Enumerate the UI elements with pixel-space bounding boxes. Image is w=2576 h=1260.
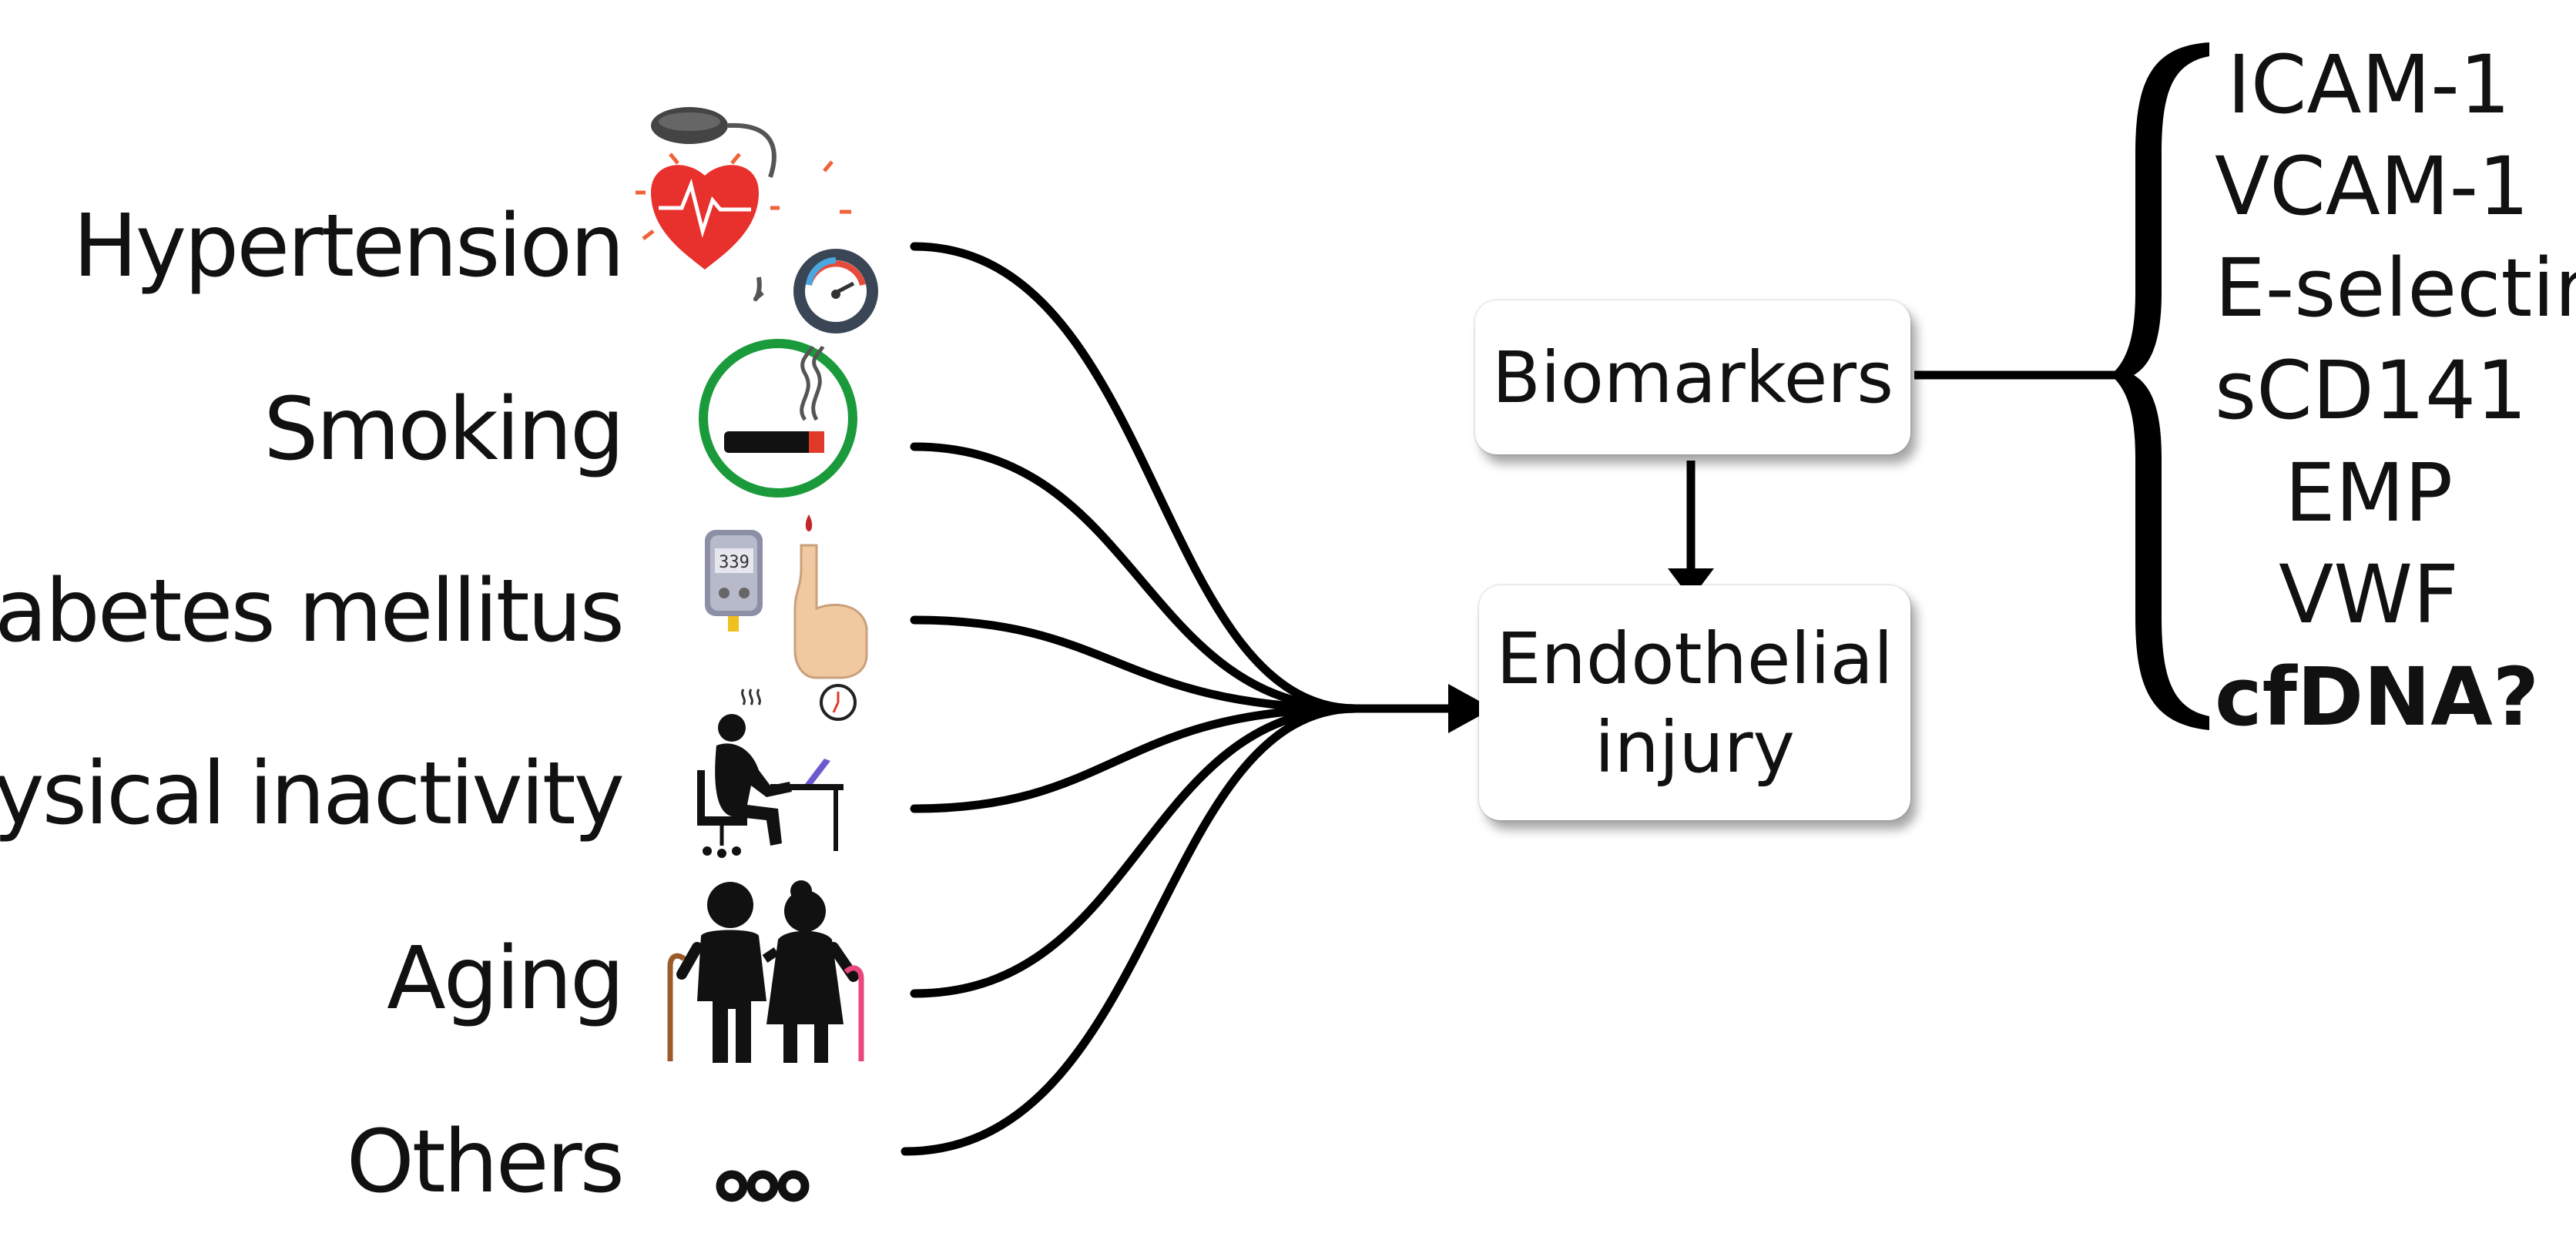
risk-factor-others: Others [346,1112,625,1212]
risk-factor-diabetes: Diabetes mellitus [0,561,625,662]
connector-smoking [910,442,1360,713]
elderly-couple-icon [667,880,864,1063]
risk-factor-hypertension: Hypertension [72,196,625,297]
blood-pressure-icon [636,107,878,333]
marker-e-selectin: E-selectin [2215,241,2576,335]
marker-vcam1: VCAM-1 [2215,139,2530,233]
connector-hypertension [910,242,1360,713]
marker-icam1: ICAM-1 [2227,38,2511,132]
injury-label-line1: Endothelial [1496,617,1893,700]
marker-scd141: sCD141 [2215,343,2527,437]
risk-factor-aging: Aging [387,929,625,1029]
endothelial-injury-box: Endothelial injury [1479,585,1910,820]
curly-brace [2111,42,2209,730]
connector-diabetes [910,615,1360,713]
connector-others [901,704,1360,1156]
marker-vwf: VWF [2279,548,2459,642]
marker-cfdna: cfDNA? [2215,650,2540,744]
no-smoking-icon [699,339,857,498]
sedentary-desk-icon [697,684,857,858]
arrowhead-to-injury [1448,684,1493,733]
marker-emp: EMP [2284,446,2454,540]
biomarkers-box: Biomarkers [1475,300,1910,454]
glucose-meter-icon: 339 [705,514,868,679]
ellipsis-icon [716,1170,810,1202]
connector-aging [910,704,1360,998]
injury-label-line2: injury [1594,705,1795,789]
connector-curves [901,242,1453,1156]
arrowhead-down [1668,568,1714,599]
svg-text:339: 339 [719,553,750,572]
connector-inactivity [910,704,1360,813]
risk-factor-physical-inactivity: Physical inactivity [0,744,625,844]
biomarkers-label: Biomarkers [1491,336,1894,419]
risk-factor-smoking: Smoking [263,380,625,480]
